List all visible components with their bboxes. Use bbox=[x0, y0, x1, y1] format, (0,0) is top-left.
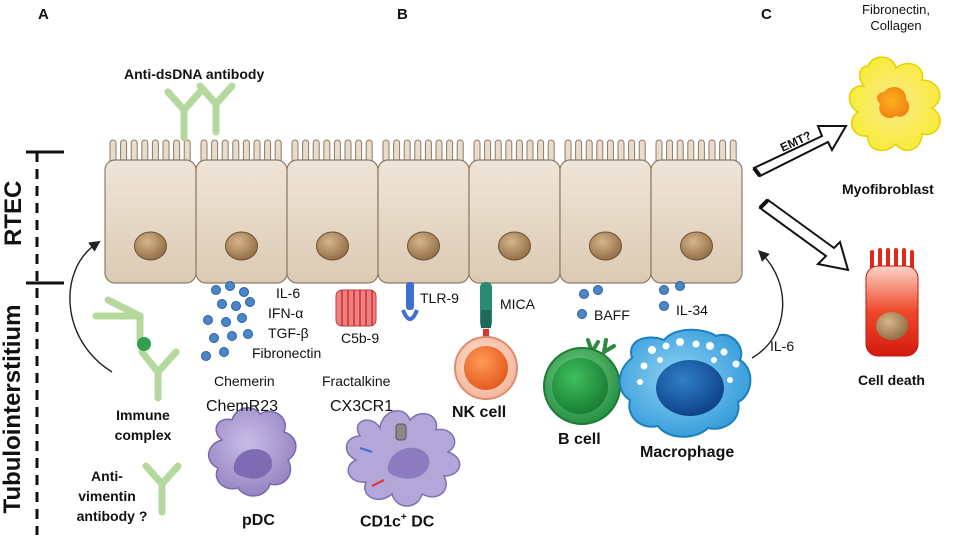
anti-vimentin-antibody-icon bbox=[142, 462, 182, 516]
anti-vimentin-label-line1: Anti- bbox=[91, 468, 123, 484]
baff-label: BAFF bbox=[594, 307, 630, 323]
rtec-cell bbox=[559, 139, 652, 284]
mica-ligand-icon bbox=[480, 282, 492, 328]
fibronectin-collagen-line2: Collagen bbox=[870, 18, 922, 33]
secreted-molecule-dot bbox=[579, 289, 589, 299]
rtec-cell bbox=[104, 139, 197, 284]
secreted-molecule-dot bbox=[217, 299, 227, 309]
secreted-molecule-dot bbox=[227, 331, 237, 341]
antigen-dot-icon bbox=[137, 337, 151, 351]
cell-death-label: Cell death bbox=[858, 372, 925, 388]
anti-dsdna-antibody-icon bbox=[164, 82, 236, 142]
immune-complex-label-line1: Immune bbox=[116, 407, 170, 423]
chemerin-label: Chemerin bbox=[214, 373, 275, 389]
secreted-molecule-dot bbox=[577, 309, 587, 319]
mica-label: MICA bbox=[500, 296, 535, 312]
cd1c-dc-cell-icon bbox=[345, 410, 461, 507]
nucleus-icon bbox=[134, 231, 167, 261]
myofibroblast-icon bbox=[848, 56, 941, 152]
cx3cr1-label: CX3CR1 bbox=[330, 398, 394, 415]
cytokine-il6: IL-6 bbox=[276, 285, 301, 301]
secreted-molecule-dot bbox=[593, 285, 603, 295]
rtec-cell bbox=[377, 139, 470, 284]
b-cell-label: B cell bbox=[558, 431, 601, 448]
secreted-molecule-dot bbox=[659, 301, 669, 311]
secreted-molecule-dot bbox=[239, 287, 249, 297]
macrophage-icon bbox=[618, 328, 752, 438]
pdc-label: pDC bbox=[242, 512, 275, 529]
panel-label-b: B bbox=[397, 6, 408, 23]
chemr23-label: ChemR23 bbox=[206, 398, 279, 415]
nucleus-icon bbox=[407, 231, 440, 261]
nk-cell-label: NK cell bbox=[452, 404, 507, 421]
cytokine-ifn-alpha: IFN-α bbox=[268, 305, 304, 321]
macrophage-label: Macrophage bbox=[640, 444, 735, 461]
rtec-epithelium bbox=[104, 139, 743, 284]
secreted-molecule-dot bbox=[225, 281, 235, 291]
secreted-molecule-dot bbox=[221, 317, 231, 327]
secreted-molecule-dot bbox=[659, 285, 669, 295]
nucleus-icon bbox=[589, 231, 622, 261]
rtec-cell bbox=[468, 139, 561, 284]
immune-complex-label-line2: complex bbox=[114, 427, 172, 443]
fibronectin-collagen-line1: Fibronectin, bbox=[862, 2, 930, 17]
tlr9-receptor-icon bbox=[401, 282, 419, 321]
secreted-molecule-dot bbox=[243, 329, 253, 339]
rtec-cell bbox=[650, 139, 743, 284]
il6-arrow bbox=[751, 250, 784, 359]
il6-macrophage-label: IL-6 bbox=[770, 338, 795, 354]
nucleus-icon bbox=[225, 231, 258, 261]
emt-arrow bbox=[752, 125, 848, 178]
cytokine-dots bbox=[201, 281, 685, 361]
c5b9-label: C5b-9 bbox=[341, 330, 380, 346]
immune-complex-arrow bbox=[69, 240, 113, 373]
rtec-cell bbox=[195, 139, 288, 284]
secreted-molecule-dot bbox=[219, 347, 229, 357]
rtec-scale-line bbox=[26, 150, 64, 535]
nucleus-icon bbox=[680, 231, 713, 261]
fractalkine-label: Fractalkine bbox=[322, 373, 391, 389]
secreted-molecule-dot bbox=[231, 301, 241, 311]
cytokine-tgf-beta: TGF-β bbox=[268, 325, 309, 341]
dying-cell-icon bbox=[865, 248, 919, 357]
nk-cell-icon bbox=[454, 329, 518, 400]
nucleus-icon bbox=[316, 231, 349, 261]
cytokine-fibronectin: Fibronectin bbox=[252, 345, 322, 361]
secreted-molecule-dot bbox=[675, 281, 685, 291]
cell-death-arrow bbox=[758, 198, 850, 272]
myofibroblast-label: Myofibroblast bbox=[842, 181, 934, 197]
secreted-molecule-dot bbox=[201, 351, 211, 361]
pdc-cell-icon bbox=[208, 407, 297, 497]
anti-vimentin-label-line2: vimentin bbox=[78, 488, 136, 504]
nucleus-icon bbox=[498, 231, 531, 261]
secreted-molecule-dot bbox=[237, 313, 247, 323]
tlr9-label: TLR-9 bbox=[420, 290, 459, 306]
immune-complex-icon bbox=[92, 296, 180, 402]
secreted-molecule-dot bbox=[209, 333, 219, 343]
panel-label-c: C bbox=[761, 6, 772, 23]
tubulointerstitium-label: Tubulointerstitium bbox=[0, 304, 26, 514]
rtec-label: RTEC bbox=[0, 180, 27, 246]
secreted-molecule-dot bbox=[211, 285, 221, 295]
b-cell-icon bbox=[543, 338, 621, 425]
cd1c-dc-label: CD1c+ DC bbox=[360, 512, 435, 531]
anti-vimentin-label-line3: antibody ? bbox=[76, 508, 148, 524]
panel-label-a: A bbox=[38, 6, 49, 23]
secreted-molecule-dot bbox=[203, 315, 213, 325]
secreted-molecule-dot bbox=[245, 297, 255, 307]
c5b9-complex-icon bbox=[335, 289, 377, 327]
il34-label: IL-34 bbox=[676, 302, 708, 318]
anti-dsdna-label: Anti-dsDNA antibody bbox=[124, 66, 265, 82]
rtec-cell bbox=[286, 139, 379, 284]
